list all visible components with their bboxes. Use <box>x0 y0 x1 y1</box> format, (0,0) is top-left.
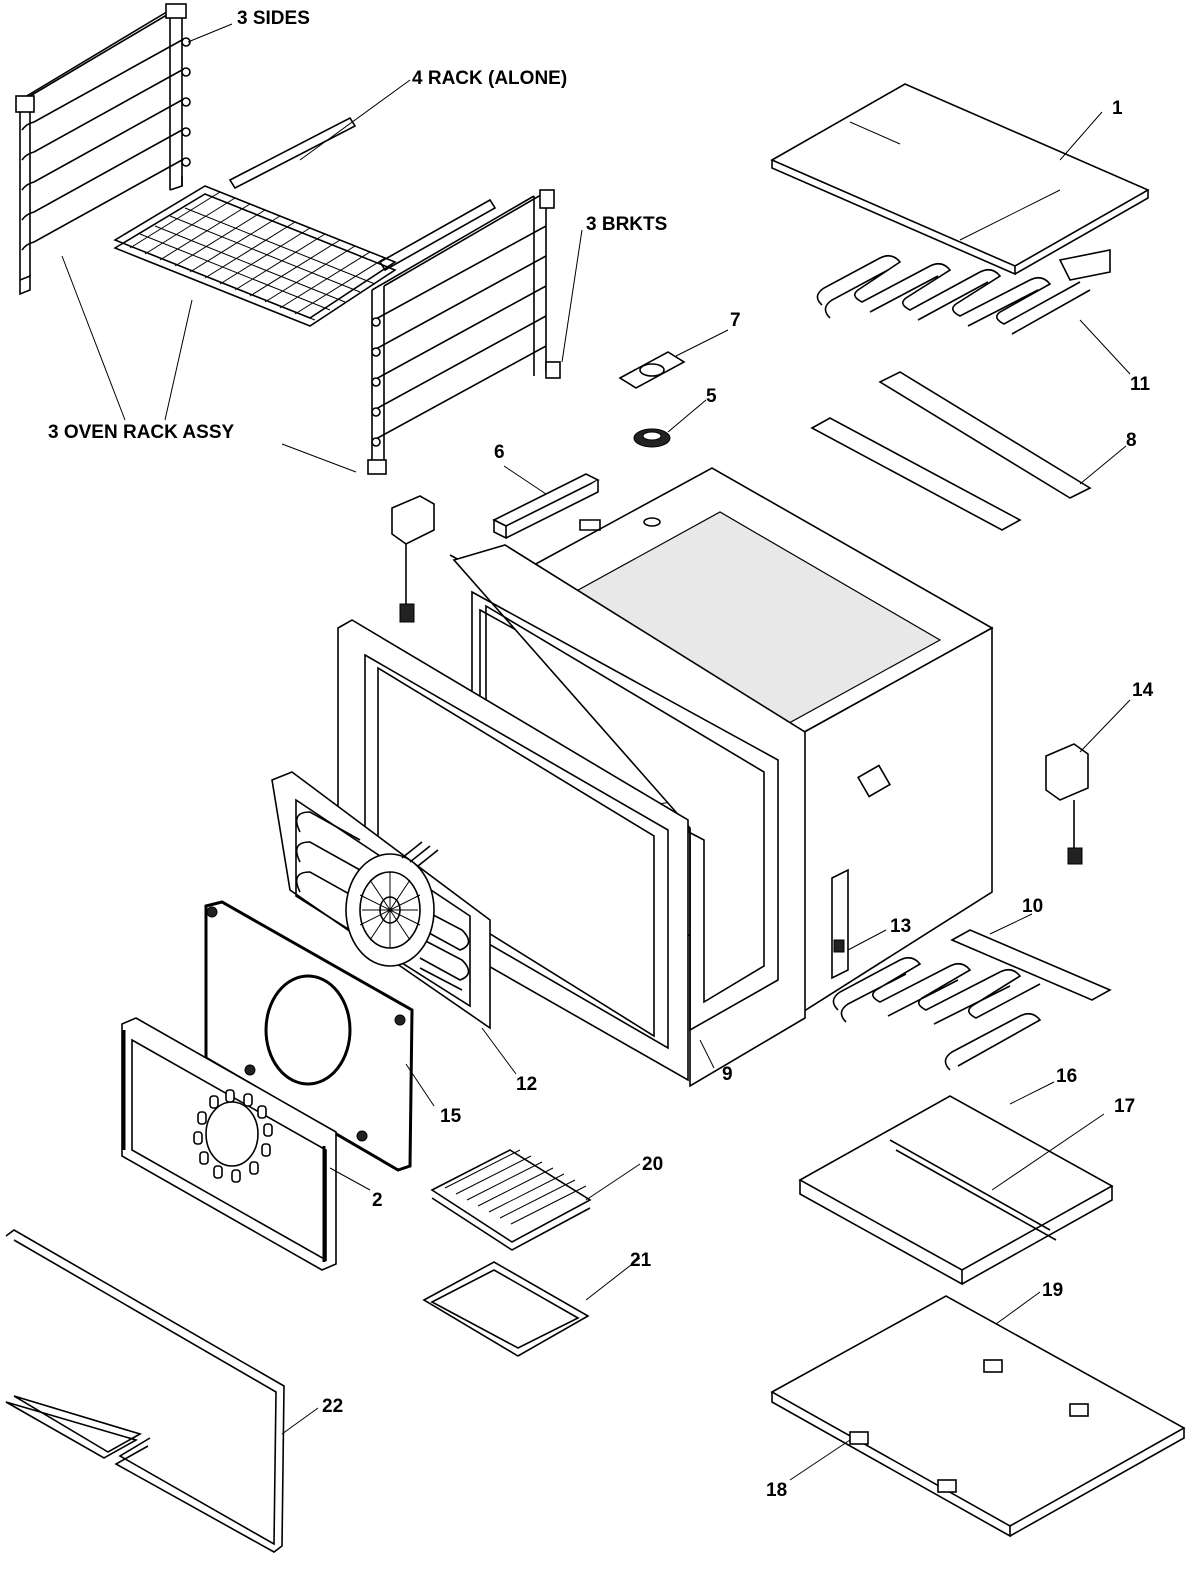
label-oven-rack-assy: 3 OVEN RACK ASSY <box>48 422 234 443</box>
part-2-rear-wall-panel <box>121 1017 337 1271</box>
rack-side-left <box>15 3 191 296</box>
label-part-1: 1 <box>1112 98 1123 119</box>
label-part-16: 16 <box>1056 1066 1077 1087</box>
label-part-11: 11 <box>1130 374 1151 395</box>
part-7-gasket <box>618 351 686 389</box>
part-8-strips <box>810 371 1092 531</box>
part-22-door-gasket <box>5 1229 285 1553</box>
label-part-19: 19 <box>1042 1280 1063 1301</box>
label-part-6: 6 <box>494 442 505 463</box>
leader-lines <box>61 23 1131 1481</box>
part-14-control-module <box>1045 743 1089 865</box>
rack-side-right <box>367 189 561 475</box>
label-part-12: 12 <box>516 1074 537 1095</box>
part-10-bake-element <box>832 929 1112 1071</box>
part-13-hinge <box>831 868 849 980</box>
label-part-17: 17 <box>1114 1096 1135 1117</box>
part-6-bracket <box>492 473 600 540</box>
label-part-2: 2 <box>372 1190 383 1211</box>
label-sides: 3 SIDES <box>237 8 310 29</box>
rear-frame-panel <box>337 619 689 1082</box>
part-16-bottom-tray <box>798 1095 1114 1286</box>
part-11-broil-element <box>816 249 1111 335</box>
label-part-20: 20 <box>642 1154 663 1175</box>
callout-labels: 3 SIDES 4 RACK (ALONE) 3 BRKTS 3 OVEN RA… <box>48 8 1154 1501</box>
label-part-10: 10 <box>1022 896 1043 917</box>
label-rack-alone: 4 RACK (ALONE) <box>412 68 567 89</box>
part-1-top-panel <box>770 83 1150 276</box>
label-part-15: 15 <box>440 1106 462 1127</box>
oven-rack <box>113 116 497 327</box>
label-part-21: 21 <box>630 1250 652 1271</box>
label-part-5: 5 <box>706 386 717 407</box>
vent-slots <box>193 1089 273 1183</box>
label-part-8: 8 <box>1126 430 1137 451</box>
left-control-module <box>391 495 435 623</box>
part-19-bottom-panel <box>770 1295 1186 1538</box>
label-part-14: 14 <box>1132 680 1154 701</box>
label-part-7: 7 <box>730 310 741 331</box>
part-21-broil-pan <box>422 1261 590 1357</box>
label-brkts: 3 BRKTS <box>586 214 667 235</box>
label-part-9: 9 <box>722 1064 733 1085</box>
part-20-broil-pan-grid <box>430 1149 592 1251</box>
part-5-grommet <box>633 428 671 448</box>
label-part-13: 13 <box>890 916 911 937</box>
part-12-convection-fan <box>271 771 491 1030</box>
label-part-18: 18 <box>766 1480 787 1501</box>
label-part-22: 22 <box>322 1396 343 1417</box>
